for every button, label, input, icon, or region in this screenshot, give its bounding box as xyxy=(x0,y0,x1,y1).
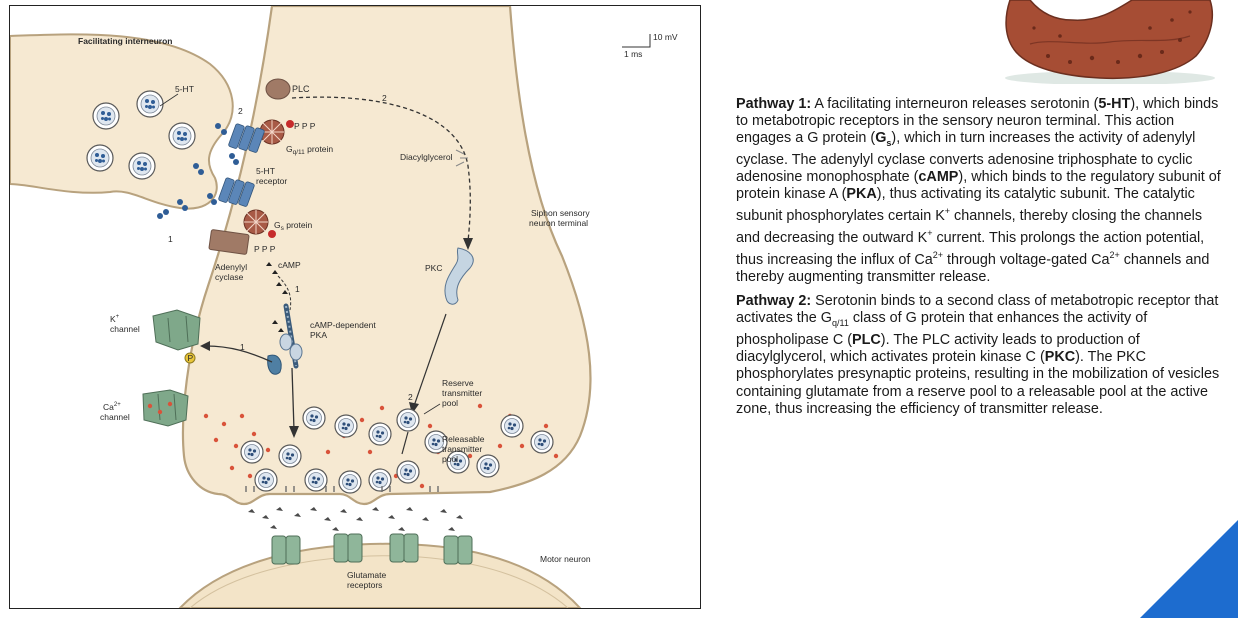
pathway1-text: ), thus activating its catalytic subunit… xyxy=(736,186,1195,225)
glutamate-label-2: receptors xyxy=(347,580,382,590)
pathway1-term: 5-HT xyxy=(1098,96,1131,112)
ca-channel xyxy=(142,389,189,427)
releasable-label-2: transmitter xyxy=(442,444,482,454)
pathway2-text: ). The PKC phosphorylates presynaptic pr… xyxy=(736,349,1220,417)
reserve-label-1: Reserve xyxy=(442,378,474,388)
releasable-label-1: Releasable xyxy=(442,434,485,444)
pathway2-paragraph: Pathway 2: Serotonin binds to a second c… xyxy=(736,293,1220,417)
k-channel-label-1: K+ xyxy=(110,314,120,324)
facilitating-interneuron-label: Facilitating interneuron xyxy=(78,36,172,46)
pathway2-title: Pathway 2: xyxy=(736,293,812,310)
motor-neuron-label: Motor neuron xyxy=(540,554,591,564)
pathway1-term: Gs xyxy=(875,130,892,149)
glutamate-molecules xyxy=(248,507,463,531)
phosphate-marker: P xyxy=(188,353,194,363)
pathway1-label-left: 1 xyxy=(168,234,173,244)
scale-bar: 10 mV 1 ms xyxy=(622,32,678,59)
5ht-receptor-label-1: 5-HT xyxy=(256,166,275,176)
active-zone-markers xyxy=(245,486,439,492)
glutamate-label-1: Glutamate xyxy=(347,570,386,580)
adenylyl-label-1: Adenylyl xyxy=(215,262,247,272)
pka-complex xyxy=(267,303,303,375)
scale-mv-label: 10 mV xyxy=(653,32,678,42)
pathway2-label-pool: 2 xyxy=(408,392,413,402)
serotonin-molecules xyxy=(157,123,239,219)
pathway2-text: ). The PLC activity leads to production … xyxy=(736,332,1140,366)
facilitating-interneuron xyxy=(10,33,234,210)
synapse-diagram: 10 mV 1 ms PLC 2 2 P P P Gq/11 protein 5… xyxy=(10,6,678,608)
ppp-bottom-label: P P P xyxy=(254,244,276,254)
camp-molecules xyxy=(266,262,288,332)
pathway1-label-k: 1 xyxy=(240,342,245,352)
pathway1-label-mid: 1 xyxy=(295,284,300,294)
5ht-receptors xyxy=(218,123,265,207)
pathway1-term: cAMP xyxy=(918,169,959,186)
gq-protein xyxy=(259,119,294,145)
pathway2-text: Serotonin binds to a second class of met… xyxy=(736,293,1219,327)
pathway2-arrow-plc xyxy=(291,96,471,243)
pathway2-term: PLC xyxy=(852,332,881,349)
camp-label: cAMP xyxy=(278,260,301,270)
pka-label-2: PKA xyxy=(310,330,327,340)
pathway1-text: ), which in turn increases the activity … xyxy=(736,130,1196,186)
plc-enzyme xyxy=(265,78,291,100)
reserve-label-3: pool xyxy=(442,398,458,408)
reserve-label-2: transmitter xyxy=(442,388,482,398)
pathway1-title: Pathway 1: xyxy=(736,96,812,112)
pathway1-text: current. This prolongs the action potent… xyxy=(736,230,1205,269)
k-channel-label-2: channel xyxy=(110,324,140,334)
ca-channel-label-2: channel xyxy=(100,412,130,422)
pathway1-term: PKA xyxy=(846,186,877,203)
diagram-frame: 10 mV 1 ms PLC 2 2 P P P Gq/11 protein 5… xyxy=(9,5,701,609)
5ht-receptor-label-2: receptor xyxy=(256,176,287,186)
siphon-label-2: neuron terminal xyxy=(529,218,588,228)
ca-channel-label-1: Ca2+ xyxy=(103,402,121,412)
aplysia-illustration-icon xyxy=(1005,0,1215,84)
releasable-label-3: pool xyxy=(442,454,458,464)
pathway1-text: through voltage-gated Ca xyxy=(943,252,1110,269)
scale-ms-label: 1 ms xyxy=(624,49,642,59)
siphon-label-1: Siphon sensory xyxy=(531,208,590,218)
ppp-top-label: P P P xyxy=(294,121,316,131)
5ht-label: 5-HT xyxy=(175,84,194,94)
pkc-enzyme xyxy=(444,247,474,305)
diacylglycerol-label: Diacylglycerol xyxy=(400,152,453,162)
pathway2-text: class of G protein that enhances the act… xyxy=(736,310,1148,349)
gs-protein-label: Gs protein xyxy=(274,220,312,232)
pathway2-term: PKC xyxy=(1044,349,1076,366)
pathway1-text: ), which binds to the regulatory subunit… xyxy=(736,169,1221,203)
pathway2-label-left: 2 xyxy=(238,106,243,116)
corner-accent xyxy=(1140,520,1238,618)
pathway1-paragraph: Pathway 1: A facilitating interneuron re… xyxy=(736,96,1221,286)
calcium-ions xyxy=(147,401,559,489)
pka-label-1: cAMP-dependent xyxy=(310,320,376,330)
pathway1-text: channels, thereby closing the channels a… xyxy=(736,208,1203,247)
pathway2-label-top: 2 xyxy=(382,93,387,103)
adenylyl-cyclase xyxy=(208,229,250,255)
pathway1-text: A facilitating interneuron releases sero… xyxy=(811,96,1099,112)
pathway1-text: channels and thereby augmenting transmit… xyxy=(736,252,1210,286)
gq-protein-label: Gq/11 protein xyxy=(286,144,333,156)
gs-protein xyxy=(243,209,276,238)
pathway1-text: ), which binds to metabotropic receptors… xyxy=(736,96,1219,147)
plc-label: PLC xyxy=(292,84,310,94)
k-channel: P xyxy=(152,309,201,364)
text-panel: Pathway 1: A facilitating interneuron re… xyxy=(736,96,1228,425)
pkc-label: PKC xyxy=(425,263,442,273)
adenylyl-label-2: cyclase xyxy=(215,272,244,282)
